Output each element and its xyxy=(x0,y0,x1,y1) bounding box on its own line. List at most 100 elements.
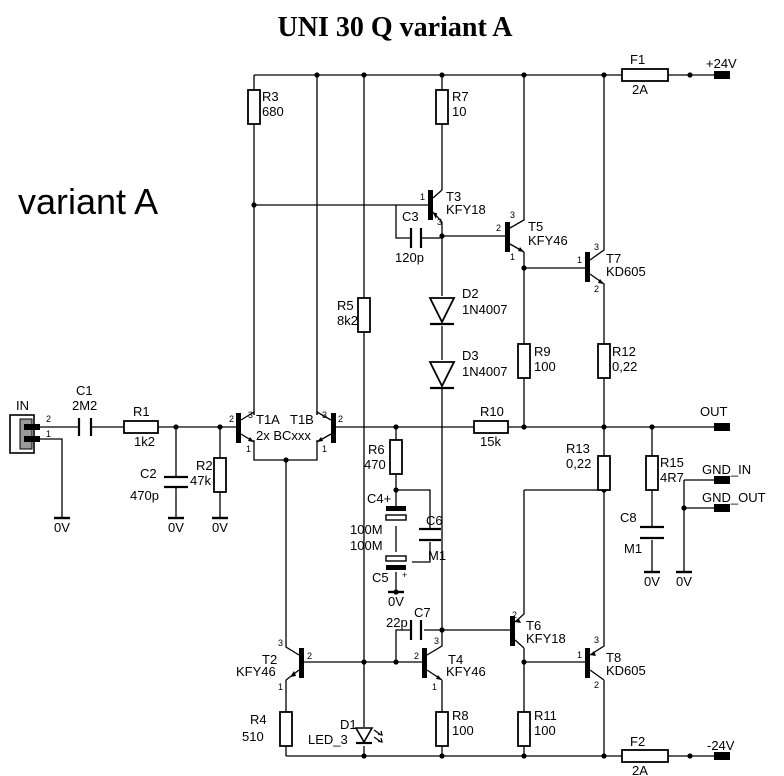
svg-text:F2: F2 xyxy=(630,734,645,749)
svg-text:M1: M1 xyxy=(624,541,642,556)
resistor-r2: R2 47k xyxy=(190,457,227,493)
svg-text:2M2: 2M2 xyxy=(72,398,97,413)
svg-text:2: 2 xyxy=(496,223,501,233)
diode-d2: D2 1N4007 xyxy=(428,286,508,326)
svg-text:D3: D3 xyxy=(462,348,479,363)
svg-text:F1: F1 xyxy=(630,52,645,67)
svg-text:KD605: KD605 xyxy=(606,264,646,279)
svg-text:22p: 22p xyxy=(386,615,408,630)
ground-label: 0V xyxy=(212,520,228,535)
junction-dot xyxy=(314,72,320,78)
resistor-r3: R3 680 xyxy=(247,89,284,125)
transistor-t1a: 2 3 1 T1A xyxy=(229,410,280,454)
svg-text:R12: R12 xyxy=(612,344,636,359)
svg-text:T4: T4 xyxy=(448,652,463,667)
svg-text:470: 470 xyxy=(364,457,386,472)
ground-label: 0V xyxy=(388,594,404,609)
resistor-r13: R13 0,22 xyxy=(566,441,611,491)
svg-text:2: 2 xyxy=(414,651,419,661)
resistor-r15: R15 4R7 xyxy=(645,455,684,491)
capacitor-c3: C3 120p xyxy=(395,209,430,265)
svg-text:KFY46: KFY46 xyxy=(236,664,276,679)
svg-text:120p: 120p xyxy=(395,250,424,265)
svg-text:3: 3 xyxy=(510,210,515,220)
svg-text:3: 3 xyxy=(594,242,599,252)
capacitor-c2: C2 470p xyxy=(130,466,188,503)
svg-text:KFY18: KFY18 xyxy=(526,631,566,646)
junction-dot xyxy=(687,753,693,759)
svg-text:2x BCxxx: 2x BCxxx xyxy=(256,428,311,443)
svg-text:47k: 47k xyxy=(190,473,211,488)
resistor-r1: R1 1k2 xyxy=(123,404,159,449)
svg-text:2A: 2A xyxy=(632,82,648,97)
svg-text:LED_3: LED_3 xyxy=(308,732,348,747)
resistor-r11: R11 100 xyxy=(517,708,557,747)
svg-text:510: 510 xyxy=(242,729,264,744)
svg-text:D1: D1 xyxy=(340,717,357,732)
junction-dot xyxy=(681,505,687,511)
svg-text:1: 1 xyxy=(577,255,582,265)
svg-text:R4: R4 xyxy=(250,712,267,727)
svg-text:470p: 470p xyxy=(130,488,159,503)
capacitor-c7: C7 22p xyxy=(386,605,431,640)
svg-text:1N4007: 1N4007 xyxy=(462,302,508,317)
svg-text:OUT: OUT xyxy=(700,404,728,419)
junction-dot xyxy=(601,424,607,430)
svg-text:3: 3 xyxy=(248,410,253,420)
terminal-gnd-out: GND_OUT xyxy=(702,490,766,512)
junction-dot xyxy=(361,753,367,759)
svg-text:D2: D2 xyxy=(462,286,479,301)
junction-dot xyxy=(521,265,527,271)
svg-text:R6: R6 xyxy=(368,442,385,457)
junctions xyxy=(173,72,693,759)
svg-text:1: 1 xyxy=(278,682,283,692)
svg-text:2: 2 xyxy=(338,414,343,424)
svg-text:R7: R7 xyxy=(452,89,469,104)
svg-text:3: 3 xyxy=(434,636,439,646)
svg-text:T7: T7 xyxy=(606,251,621,266)
resistor-r5: R5 8k2 xyxy=(337,297,371,333)
svg-text:2A: 2A xyxy=(632,763,648,776)
svg-text:100: 100 xyxy=(452,723,474,738)
svg-text:10: 10 xyxy=(452,104,466,119)
junction-dot xyxy=(601,72,607,78)
capacitor-c1: C1 2M2 xyxy=(72,383,97,436)
terminal-gnd-in: GND_IN xyxy=(702,462,751,484)
svg-text:3: 3 xyxy=(437,217,442,227)
variant-label: variant A xyxy=(18,181,158,222)
junction-dot xyxy=(361,72,367,78)
svg-text:15k: 15k xyxy=(480,434,501,449)
fuse-f1: F1 2A xyxy=(621,52,669,97)
transistor-t7: 1 3 2 T7 KD605 xyxy=(576,242,646,294)
svg-text:3: 3 xyxy=(594,635,599,645)
svg-text:T2: T2 xyxy=(262,652,277,667)
svg-text:IN: IN xyxy=(16,398,29,413)
svg-text:R9: R9 xyxy=(534,344,551,359)
ground-label: 0V xyxy=(644,574,660,589)
ground-0v: 0V xyxy=(54,516,70,535)
svg-text:2: 2 xyxy=(594,680,599,690)
svg-text:1: 1 xyxy=(420,192,425,202)
junction-dot xyxy=(173,424,179,430)
ground-label: 0V xyxy=(676,574,692,589)
pin-labels-extra: 3 2 xyxy=(437,217,517,620)
junction-dot xyxy=(439,72,445,78)
svg-text:2: 2 xyxy=(229,414,234,424)
svg-text:T1B: T1B xyxy=(290,412,314,427)
junction-dot xyxy=(439,233,445,239)
svg-text:100: 100 xyxy=(534,723,556,738)
svg-text:1: 1 xyxy=(46,429,51,439)
diode-d3: D3 1N4007 xyxy=(428,348,508,390)
svg-text:C2: C2 xyxy=(140,466,157,481)
svg-text:R2: R2 xyxy=(196,458,213,473)
svg-text:R5: R5 xyxy=(337,298,354,313)
svg-text:1: 1 xyxy=(432,682,437,692)
resistor-r6: R6 470 xyxy=(364,439,403,475)
diode-d1-led: D1 LED_3 xyxy=(308,717,383,747)
svg-text:R13: R13 xyxy=(566,441,590,456)
svg-text:2: 2 xyxy=(594,284,599,294)
svg-text:C5: C5 xyxy=(372,570,389,585)
junction-dot xyxy=(393,659,399,665)
svg-text:1: 1 xyxy=(322,444,327,454)
capacitor-c4: C4+ 100M xyxy=(350,491,407,537)
